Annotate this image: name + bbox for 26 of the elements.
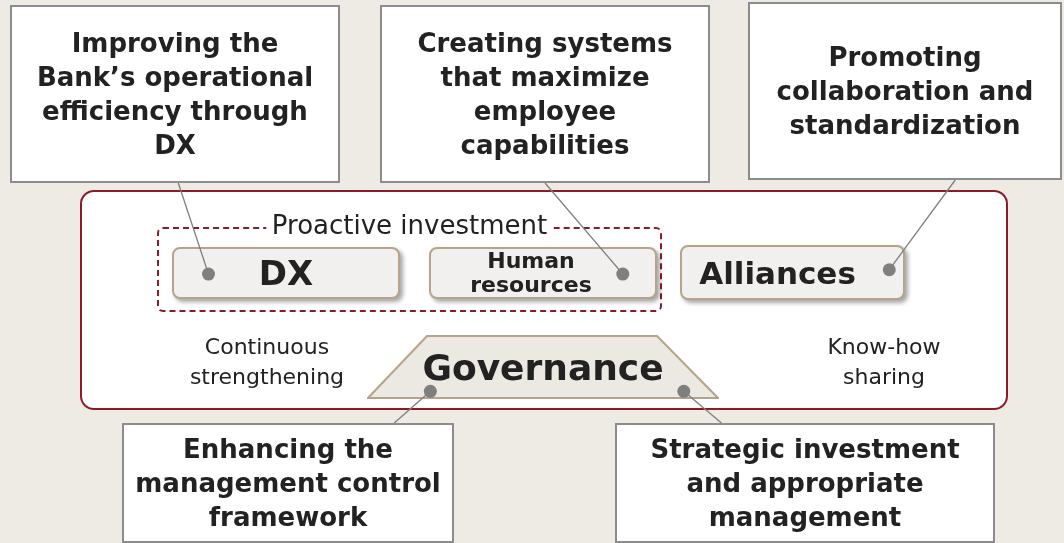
callout-box xyxy=(615,423,995,543)
box-label: Alliances xyxy=(699,253,856,292)
callout-text: Improving the Bank’s operational efficiency through DX xyxy=(35,27,315,162)
callout-text: Creating systems that maximize employee capabilities xyxy=(416,27,674,162)
callout-text: Strategic investment and appropriate management xyxy=(649,433,961,534)
callout-text: Promoting collaboration and standardization xyxy=(775,41,1035,142)
rounded-box xyxy=(429,247,657,299)
leader-line xyxy=(393,384,437,424)
rounded-panel xyxy=(80,190,1008,410)
callout-text: Enhancing the management control framework xyxy=(134,433,442,534)
callout-box xyxy=(122,423,454,543)
rounded-box xyxy=(172,247,400,299)
callout-box xyxy=(380,5,710,183)
panel-text: Continuous strengthening xyxy=(188,333,346,391)
rounded-box xyxy=(680,245,905,300)
box-label: DX xyxy=(258,253,314,293)
panel-text: Know-how sharing xyxy=(826,333,942,391)
leader-line xyxy=(677,384,723,424)
leader-line xyxy=(882,179,956,277)
callout-box xyxy=(748,2,1062,180)
leader-line xyxy=(177,182,215,281)
trapezoid-shape xyxy=(367,335,719,399)
box-label: Human resources xyxy=(469,249,593,297)
leader-line xyxy=(544,182,630,281)
callout-box xyxy=(10,5,340,183)
shape-label: Governance xyxy=(422,346,664,388)
